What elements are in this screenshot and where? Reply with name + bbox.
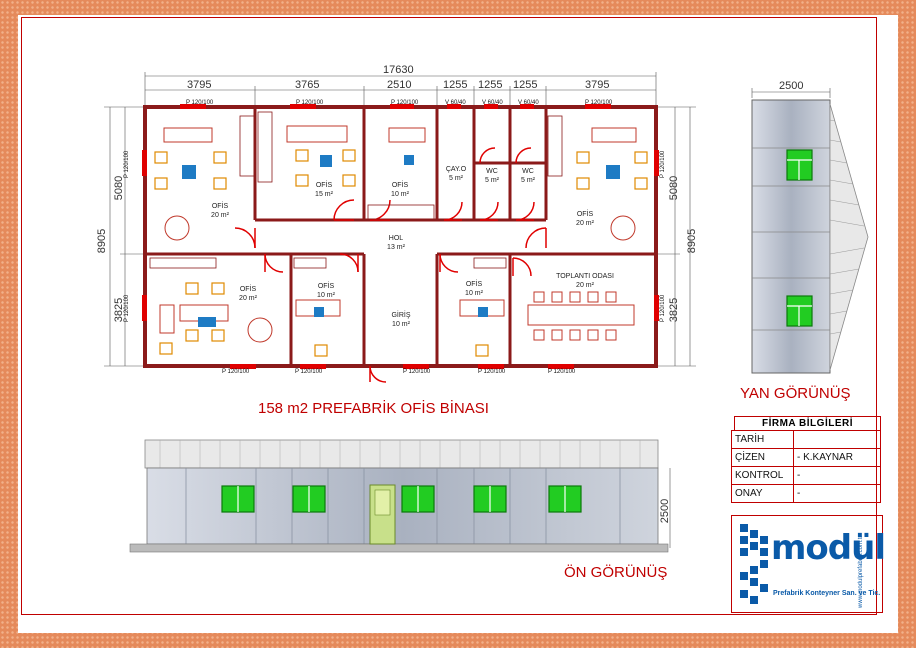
window-label: P 120/100 [124,150,130,178]
side-view-label: YAN GÖRÜNÜŞ [740,385,851,402]
window-label: P 120/100 [478,369,506,375]
window-label: P 120/100 [186,100,214,106]
drawing-title: 158 m2 PREFABRİK OFİS BİNASI [258,400,489,417]
window-label: P 120/100 [296,100,324,106]
dim-top-4: 1255 [443,79,468,91]
logo-mark-icon [740,524,768,604]
window-label: P 120/100 [548,369,576,375]
window-label: P 120/100 [222,369,250,375]
window-label: P 120/100 [660,294,666,322]
dim-total-width: 17630 [383,64,414,76]
logo-wordmark: modül [771,528,886,568]
dim-top-3: 2510 [387,79,412,91]
sheet-border [21,17,877,615]
dim-side-width: 2500 [779,80,804,92]
dim-top-1: 3795 [187,79,212,91]
window-label: V 60/40 [482,100,503,106]
window-label: V 60/40 [445,100,466,106]
firma-header: FİRMA BİLGİLERİ [734,416,881,431]
window-label: P 120/100 [403,369,431,375]
title-block-row: KONTROL- [731,466,881,485]
title-block-row: ÇİZEN- K.KAYNAR [731,448,881,467]
logo-box [731,515,883,613]
window-label: P 120/100 [585,100,613,106]
dim-top-7: 3795 [585,79,610,91]
window-label: P 120/100 [124,294,130,322]
logo-subtitle: Prefabrik Konteyner San. ve Tic. [773,590,881,597]
dim-top-5: 1255 [478,79,503,91]
title-block-row: ONAY- [731,484,881,503]
front-view-label: ÖN GÖRÜNÜŞ [564,564,668,581]
window-label: V 60/40 [518,100,539,106]
window-label: P 120/100 [295,369,323,375]
dim-top-6: 1255 [513,79,538,91]
window-label: P 120/100 [391,100,419,106]
title-block: TARİH ÇİZEN- K.KAYNAR KONTROL- ONAY- [731,413,881,503]
dim-top-2: 3765 [295,79,320,91]
title-block-row: TARİH [731,430,881,449]
window-label: P 120/100 [660,150,666,178]
logo-url: www.modulprefabrik.com.tr [858,535,864,608]
